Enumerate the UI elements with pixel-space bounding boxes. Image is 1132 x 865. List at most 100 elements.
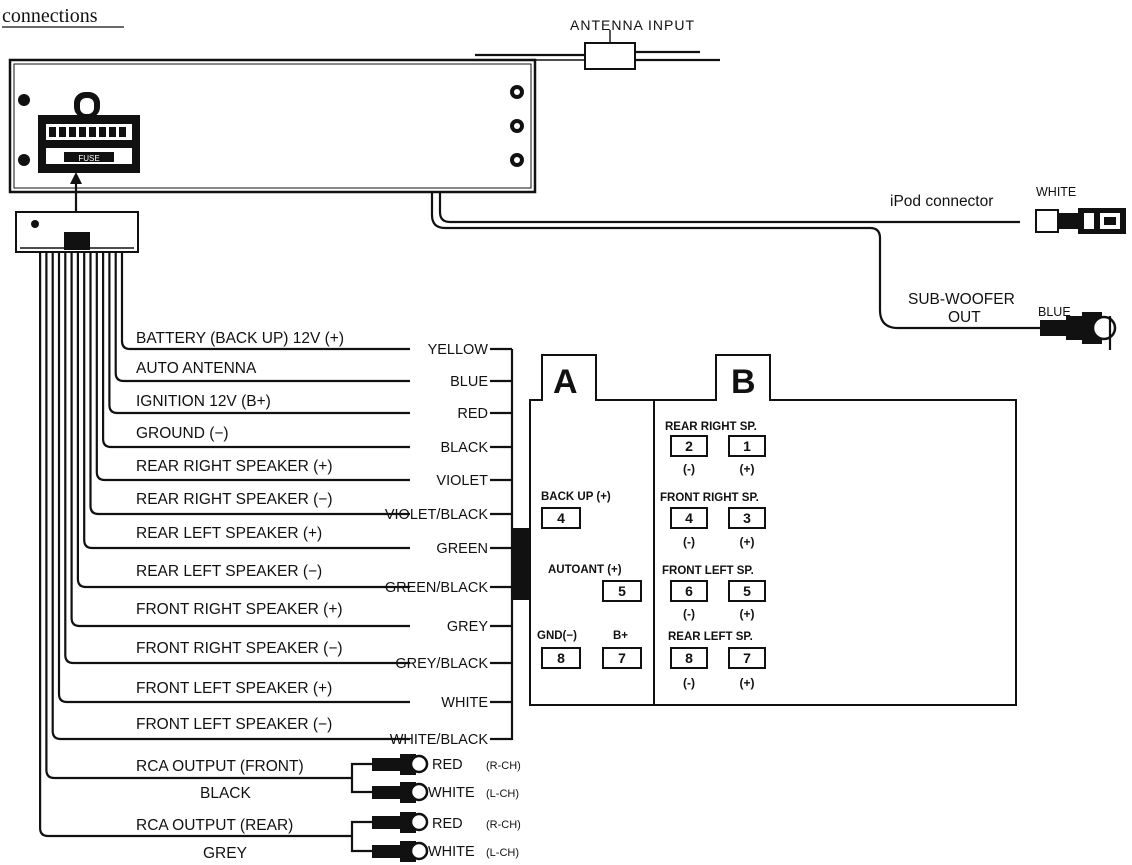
wire-label-front-left-plus: FRONT LEFT SPEAKER (+): [136, 680, 332, 697]
wire-color-grey: GREY: [447, 619, 488, 635]
wire-label-auto-antenna: AUTO ANTENNA: [136, 360, 257, 377]
rca-rear-label: RCA OUTPUT (REAR): [136, 817, 293, 834]
connector-b-group-front-right: FRONT RIGHT SP. 4 3 (-) (+): [660, 492, 766, 549]
wire-label-ground: GROUND (−): [136, 425, 229, 442]
connector-a-autoant-label: AUTOANT (+): [548, 564, 622, 576]
rca-front-label: RCA OUTPUT (FRONT): [136, 758, 304, 775]
connector-b-pin-number: 8: [685, 650, 693, 666]
rca-plug-subwoofer-icon: [1040, 312, 1117, 350]
harness-plug: [15, 211, 139, 253]
connector-b-polarity: (-): [683, 676, 695, 690]
connector-b-pin: [670, 580, 708, 602]
connector-a-pin-4: [541, 507, 581, 529]
connector-b-group-label: REAR RIGHT SP.: [665, 421, 757, 433]
connector-a-pin-4-number: 4: [557, 510, 565, 526]
connector-a-pin-8: [541, 647, 581, 669]
wire-color-green-black: GREEN/BLACK: [385, 580, 488, 596]
connector-b-group-label: FRONT RIGHT SP.: [660, 492, 759, 504]
rca-rear-plug-channel: (R-CH): [486, 819, 521, 831]
harness-wire: [108, 252, 410, 415]
iso-connector-block: [529, 354, 1017, 706]
ipod-color-label: WHITE: [1036, 185, 1076, 199]
harness-wire: [102, 252, 410, 449]
aux-cable: [430, 192, 1040, 330]
rca-front-cable-color: BLACK: [200, 785, 251, 802]
harness-wire: [57, 252, 410, 704]
connector-a-backup-label: BACK UP (+): [541, 491, 611, 503]
harness-wire: [83, 252, 410, 550]
connector-b-pin: [670, 435, 708, 457]
wire-color-red: RED: [457, 406, 488, 422]
collector-bus: [510, 349, 530, 740]
subwoofer-label-line1: SUB-WOOFER: [908, 291, 1015, 308]
connector-b-pin: [728, 647, 766, 669]
connector-b-pin-number: 2: [685, 438, 693, 454]
wire-label-rear-left-minus: REAR LEFT SPEAKER (−): [136, 563, 322, 580]
connector-b-polarity: (+): [740, 462, 755, 476]
connector-b-header: B: [731, 363, 756, 401]
rca-plug-icon: [372, 812, 429, 833]
connector-b-pin: [728, 435, 766, 457]
wire-label-battery: BATTERY (BACK UP) 12V (+): [136, 330, 344, 347]
wire-color-white-black: WHITE/BLACK: [390, 732, 489, 748]
rca-plug-icon: [372, 841, 429, 862]
connector-b-pin-number: 6: [685, 583, 693, 599]
connector-b-group-rear-right: REAR RIGHT SP. 2 1 (-) (+): [665, 421, 766, 476]
wire-label-front-left-minus: FRONT LEFT SPEAKER (−): [136, 716, 332, 733]
connector-b-pin-number: 5: [743, 583, 751, 599]
connector-b-pin: [670, 507, 708, 529]
wire-label-ignition: IGNITION 12V (B+): [136, 393, 271, 410]
harness-wire: [114, 252, 410, 383]
harness-wire: [64, 252, 410, 665]
rca-output-front: RCA OUTPUT (FRONT) BLACK RED (R-CH) WHIT…: [136, 754, 521, 803]
wire-bundle: [39, 252, 512, 838]
connector-b-pin-number: 3: [743, 510, 751, 526]
connector-a-bplus-label: B+: [613, 630, 628, 642]
harness-wire: [89, 252, 410, 516]
connector-a-header: A: [553, 363, 578, 401]
wire-color-green: GREEN: [436, 541, 488, 557]
connector-b-pin: [670, 647, 708, 669]
connector-b-polarity: (+): [740, 676, 755, 690]
connector-b-polarity: (-): [683, 462, 695, 476]
ipod-connector-label: iPod connector: [890, 193, 993, 210]
fuse-connector-socket: [38, 92, 140, 173]
rca-cable: [45, 252, 338, 780]
rca-rear-plug-color: WHITE: [428, 844, 475, 860]
wire-color-yellow: YELLOW: [428, 342, 489, 358]
connector-a-pin-5: [602, 580, 642, 602]
connector-b-pin-number: 7: [743, 650, 751, 666]
rca-front-plug-channel: (L-CH): [486, 788, 519, 800]
connector-a-pin-7: [602, 647, 642, 669]
connector-b-pin: [728, 507, 766, 529]
connector-a-gnd-label: GND(−): [537, 630, 577, 642]
connector-a-pin-7-number: 7: [618, 650, 626, 666]
ipod-plug-icon: [1035, 208, 1126, 234]
rca-cable: [39, 252, 338, 838]
connector-b-pin-number: 4: [685, 510, 693, 526]
harness-wire: [76, 252, 410, 589]
rca-front-plug-channel: (R-CH): [486, 760, 521, 772]
connector-b-pin-number: 1: [743, 438, 751, 454]
connector-b-pin: [728, 580, 766, 602]
harness-wire: [51, 252, 410, 741]
connector-a-pin-5-number: 5: [618, 583, 626, 599]
wire-label-rear-right-minus: REAR RIGHT SPEAKER (−): [136, 491, 333, 508]
wire-label-rear-right-plus: REAR RIGHT SPEAKER (+): [136, 458, 333, 475]
rca-rear-cable-color: GREY: [203, 845, 247, 862]
connector-b-group-label: FRONT LEFT SP.: [662, 565, 754, 577]
wire-color-black: BLACK: [440, 440, 488, 456]
page-title: connections: [2, 5, 98, 27]
wire-label-rear-left-plus: REAR LEFT SPEAKER (+): [136, 525, 322, 542]
wire-color-violet: VIOLET: [436, 473, 488, 489]
connector-b-polarity: (+): [740, 535, 755, 549]
connector-b-polarity: (+): [740, 607, 755, 621]
connector-b-group-front-left: FRONT LEFT SP. 6 5 (-) (+): [662, 565, 766, 621]
connector-b-polarity: (-): [683, 607, 695, 621]
subwoofer-color-label: BLUE: [1038, 305, 1071, 319]
wire-labels: BATTERY (BACK UP) 12V (+) YELLOW AUTO AN…: [136, 330, 488, 748]
wire-label-front-right-plus: FRONT RIGHT SPEAKER (+): [136, 601, 343, 618]
rca-rear-plug-color: RED: [432, 816, 463, 832]
fuse-label: FUSE: [78, 154, 99, 163]
